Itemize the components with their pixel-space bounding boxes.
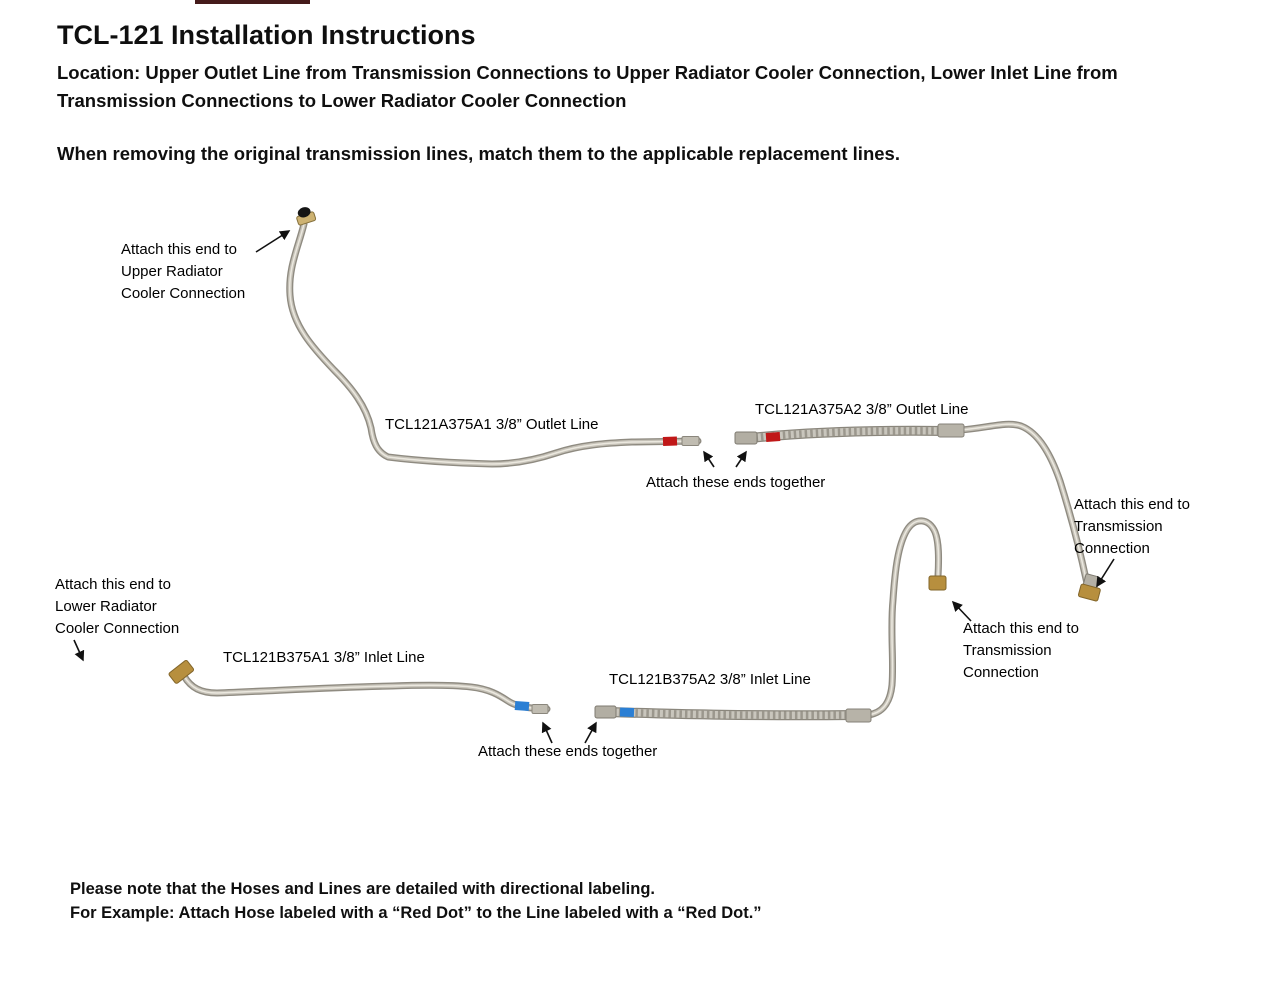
upper-radiator-fitting [296, 207, 317, 226]
blue-dot-marker-hose-b2 [619, 707, 635, 717]
red-dot-marker-line-a1 [662, 436, 678, 446]
label-inlet-line-b1: TCL121B375A1 3/8” Inlet Line [223, 649, 425, 666]
inlet-b2-transmission-fitting [928, 575, 947, 591]
intro-text: When removing the original transmission … [57, 143, 900, 164]
footer-notes: Please note that the Hoses and Lines are… [70, 877, 762, 925]
label-inlet-line-b2: TCL121B375A2 3/8” Inlet Line [609, 671, 811, 688]
label-attach-ends-inlet: Attach these ends together [478, 743, 658, 760]
outlet-a2-hose-fitting [734, 431, 758, 445]
outlet-a1-end-fitting [681, 436, 700, 446]
note-red-dot-example: For Example: Attach Hose labeled with a … [70, 904, 762, 922]
inlet-b2-coupling [845, 708, 872, 723]
red-dot-marker-hose-a2 [765, 432, 781, 442]
outlet-a2-transmission-fitting [1077, 573, 1101, 602]
arrow-to-b2-hose-end [584, 721, 597, 744]
arrow-to-upper-radiator-end [255, 230, 291, 253]
location-text: Location: Upper Outlet Line from Transmi… [57, 62, 1118, 111]
arrow-to-lower-radiator-end [73, 639, 85, 662]
note-directional-labeling: Please note that the Hoses and Lines are… [70, 880, 655, 898]
outlet-line-a1-tube [286, 220, 702, 468]
inlet-b1-end-fitting [531, 704, 549, 714]
blue-dot-marker-line-b1 [514, 701, 530, 711]
arrow-to-b2-transmission-end [951, 600, 972, 622]
arrow-to-a2-end [735, 450, 747, 468]
outlet-a2-steel-section [956, 420, 1093, 595]
outlet-a2-coupling [937, 423, 965, 438]
page-title: TCL-121 Installation Instructions [57, 20, 476, 50]
inlet-b1-radiator-fitting [168, 660, 195, 684]
label-upper-radiator-connection: Attach this end to Upper Radiator Cooler… [121, 241, 246, 302]
arrow-to-a2-transmission-end [1096, 558, 1115, 588]
inlet-b2-hose-fitting [594, 705, 617, 719]
inlet-hose-b2-braided [603, 707, 861, 721]
arrow-to-b1-end [541, 721, 553, 744]
inlet-b2-steel-section [864, 517, 943, 719]
arrow-to-a1-end [703, 450, 715, 468]
label-attach-ends-outlet: Attach these ends together [646, 474, 826, 491]
label-transmission-connection-right: Attach this end to Transmission Connecti… [1074, 496, 1190, 557]
cropped-header-artifact [195, 0, 310, 4]
label-outlet-line-a2: TCL121A375A2 3/8” Outlet Line [755, 401, 969, 418]
inlet-line-b1-tube [180, 672, 551, 713]
label-lower-radiator-connection: Attach this end to Lower Radiator Cooler… [55, 576, 180, 637]
label-transmission-connection-mid: Attach this end to Transmission Connecti… [963, 620, 1079, 681]
label-outlet-line-a1: TCL121A375A1 3/8” Outlet Line [385, 416, 599, 433]
